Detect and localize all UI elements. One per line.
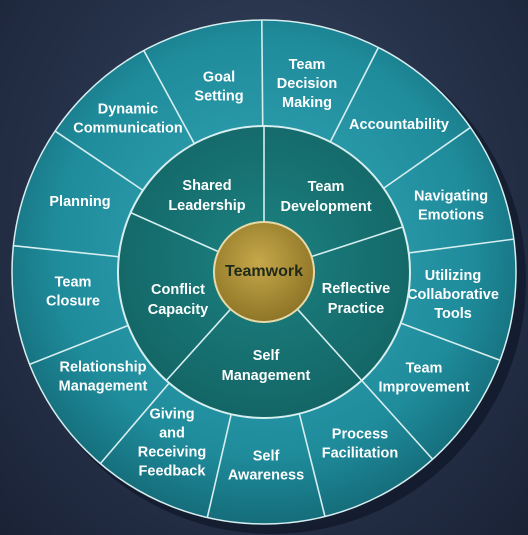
outer-divider [99,382,170,465]
inner-divider [311,226,404,258]
outer-segment-accountability-line: Accountability [349,117,449,133]
outer-segment-utilizing-collaborative-tools-line: Tools [434,306,472,322]
inner-segment-shared-leadership-line: Leadership [168,198,245,214]
inner-segment-reflective-practice-line: Practice [328,301,384,317]
outer-segment-dynamic-communication-line: Dynamic [98,101,158,117]
outer-divider [143,50,196,145]
inner-segment-self-management-line: Management [222,368,311,384]
center-label: Teamwork [225,263,303,280]
outer-segment-navigating-emotions-line: Navigating [414,188,488,204]
center-circle [213,221,315,323]
inner-segment-team-development-line: Team [308,179,345,195]
outer-divider [261,20,264,127]
outer-segment-team-decision-making-line: Team [289,57,326,73]
outer-divider [361,379,434,460]
outer-divider [206,414,232,518]
outer-segment-team-closure-line: Closure [46,293,100,309]
outer-segment-team-improvement-line: Improvement [378,379,469,395]
outer-divider [13,244,119,258]
outer-segment-giving-and-receiving-feedback-line: Giving [149,406,194,422]
outer-segment-relationship-management-line: Relationship [59,359,146,375]
outer-divider [383,126,471,189]
inner-segment-reflective-practice-line: Reflective [322,281,391,297]
inner-segment-conflict-capacity-line: Conflict [151,282,205,298]
outer-divider [408,238,514,254]
outer-segment-team-decision-making-line: Making [282,95,332,111]
outer-segment-relationship-management-line: Management [59,378,148,394]
inner-divider [296,308,363,382]
outer-segment-process-facilitation-line: Facilitation [322,445,399,461]
outer-segment-dynamic-communication-line: Communication [73,120,183,136]
outer-segment-accountability: Accountability [349,117,449,133]
outer-divider [29,324,129,366]
outer-segment-utilizing-collaborative-tools-line: Collaborative [407,287,499,303]
outer-divider [298,413,326,517]
outer-segment-team-decision-making-line: Decision [277,76,337,92]
outer-segment-giving-and-receiving-feedback-line: Receiving [138,444,207,460]
outer-segment-utilizing-collaborative-tools-line: Utilizing [425,268,481,284]
inner-divider [130,211,219,253]
outer-segment-goal-setting-line: Goal [203,69,235,85]
outer-divider [400,322,501,362]
outer-segment-giving-and-receiving-feedback-line: Feedback [139,463,207,479]
outer-segment-team-closure-line: Team [55,274,92,290]
inner-divider [165,308,232,382]
outer-segment-self-awareness-line: Self [253,448,280,464]
inner-segment-team-development-line: Development [280,199,371,215]
inner-segment-conflict-capacity-line: Capacity [148,302,208,318]
outer-divider [329,47,380,143]
outer-segment-planning-line: Planning [49,194,110,210]
outer-segment-navigating-emotions-line: Emotions [418,207,484,223]
outer-divider [54,130,144,192]
inner-segment-shared-leadership-line: Shared [182,178,231,194]
outer-segment-planning: Planning [49,194,110,210]
center-hub: Teamwork [213,221,315,323]
outer-segment-team-improvement-line: Team [406,360,443,376]
inner-segment-self-management-line: Self [253,348,280,364]
outer-segment-self-awareness-line: Awareness [228,467,304,483]
outer-segment-goal-setting-line: Setting [194,88,243,104]
outer-segment-giving-and-receiving-feedback-line: and [159,425,185,441]
outer-segment-process-facilitation-line: Process [332,426,388,442]
